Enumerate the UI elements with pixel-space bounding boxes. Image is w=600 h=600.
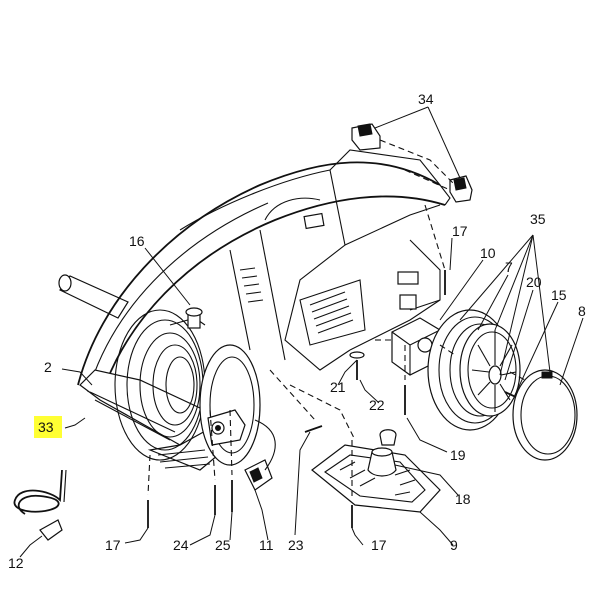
foot-plate [311, 429, 441, 513]
label-22: 22 [369, 397, 385, 413]
highlight-marker [34, 416, 62, 438]
label-12: 12 [8, 555, 24, 571]
label-9: 9 [450, 537, 458, 553]
label-17-top: 17 [452, 223, 468, 239]
label-11: 11 [259, 537, 274, 553]
label-23: 23 [288, 537, 304, 553]
label-35: 35 [530, 211, 546, 227]
label-25: 25 [215, 537, 231, 553]
leader-lines [19, 106, 584, 558]
label-21: 21 [330, 379, 346, 395]
fittings [147, 270, 446, 528]
top-brackets [351, 123, 473, 203]
label-17-left: 17 [105, 537, 121, 553]
label-19: 19 [450, 447, 466, 463]
label-8: 8 [578, 303, 586, 319]
label-7: 7 [505, 259, 513, 275]
label-24: 24 [173, 537, 189, 553]
label-34: 34 [418, 91, 434, 107]
hose-coil [13, 469, 67, 541]
label-2: 2 [44, 359, 52, 375]
label-17-right: 17 [371, 537, 387, 553]
housing [58, 149, 451, 471]
label-20: 20 [526, 274, 542, 290]
assembly-lines [147, 139, 526, 500]
label-33: 33 [38, 419, 54, 435]
hub-cap [512, 369, 578, 461]
label-15: 15 [551, 287, 567, 303]
label-16: 16 [129, 233, 145, 249]
part-labels: 34 17 35 16 10 7 20 15 8 2 21 22 33 19 1… [8, 91, 586, 571]
label-10: 10 [480, 245, 496, 261]
label-18: 18 [455, 491, 471, 507]
wheel [427, 309, 521, 431]
